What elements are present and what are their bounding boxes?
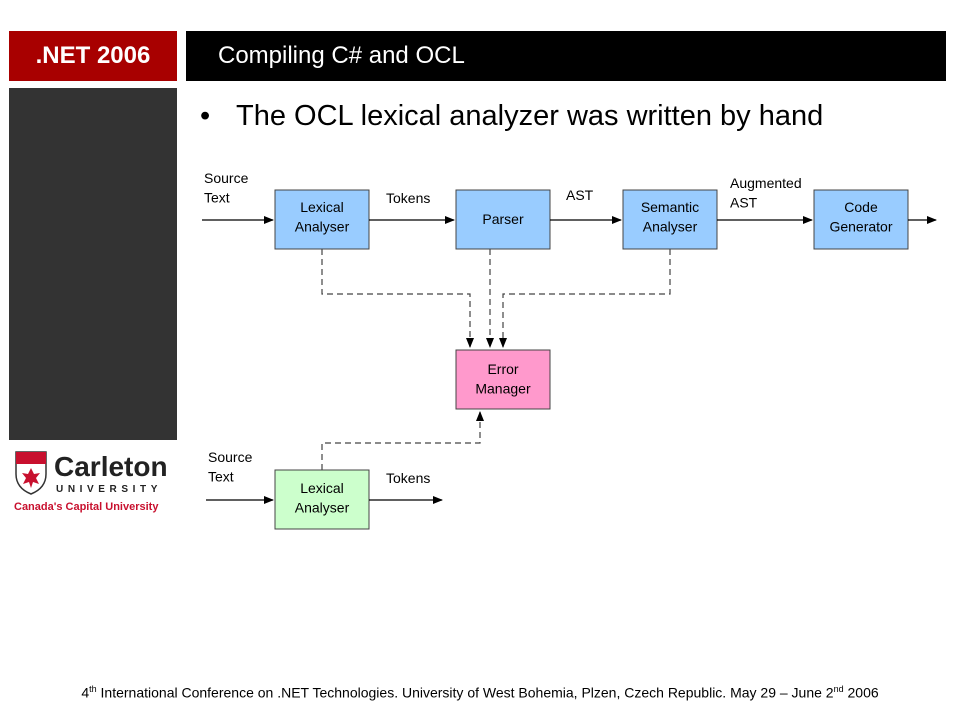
- logo-name: Carleton: [54, 451, 168, 482]
- error-manager-box: [455, 349, 551, 410]
- lexical-error-arrow: [321, 249, 474, 348]
- bullet-dot: •: [200, 100, 211, 132]
- tokens-label: Tokens: [386, 190, 430, 206]
- bottom-lexical-error-arrow: [321, 411, 484, 470]
- footer: 4th International Conference on .NET Tec…: [81, 684, 879, 701]
- carleton-logo: Carleton UNIVERSITY Canada's Capital Uni…: [14, 451, 168, 513]
- slide-title: Compiling C# and OCL: [218, 42, 465, 69]
- shield-icon: [15, 451, 47, 495]
- logo-subtitle: UNIVERSITY: [56, 484, 162, 495]
- sidebar-panel: [9, 88, 177, 440]
- slide-title-bar: Compiling C# and OCL: [186, 31, 946, 81]
- parser-label: Parser: [482, 211, 524, 227]
- semantic-analyser-box: [622, 189, 718, 250]
- bullet-point: • The OCL lexical analyzer was written by…: [200, 100, 823, 133]
- bottom-lexical-analyser-box: [274, 469, 370, 530]
- bullet-text: The OCL lexical analyzer was written by …: [236, 100, 824, 132]
- conference-badge: .NET 2006: [9, 31, 177, 81]
- semantic-error-arrow: [499, 249, 671, 348]
- logo-tagline: Canada's Capital University: [14, 501, 159, 513]
- bottom-tokens-label: Tokens: [386, 470, 430, 486]
- parser-box: [455, 189, 551, 250]
- ast-label: AST: [566, 187, 594, 203]
- code-generator-box: [813, 189, 909, 250]
